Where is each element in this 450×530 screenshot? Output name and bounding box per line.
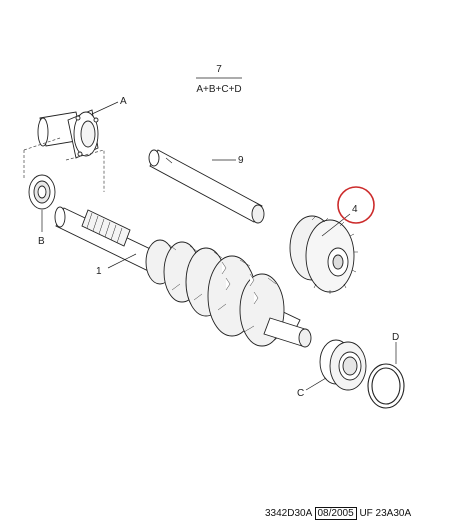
part-1-main-shaft [54,206,312,348]
callout-a: A [120,96,127,107]
document-footer: 3342D30A 08/2005 UF 23A30A [265,507,412,520]
footer-date: 08/2005 [314,507,357,520]
callout-labels: A B C D 1 9 4 [38,96,399,399]
callout-b: B [38,236,45,247]
kit-formula: A+B+C+D [196,84,241,95]
footer-ref: UF 23A30A [359,508,412,519]
assembly-guide-box [23,137,105,192]
callout-c: C [297,388,304,399]
callout-9: 9 [238,155,244,166]
footer-code: 3342D30A [265,508,312,519]
callout-d: D [392,332,399,343]
kit-header: 7 A+B+C+D [196,64,242,95]
part-4-gear [289,215,358,294]
callout-4: 4 [352,204,358,215]
part-9-shaft [148,149,265,224]
callout-1: 1 [96,266,102,277]
part-a-bearing-cover [37,109,99,159]
part-d-circlip [367,363,405,409]
part-b-oil-seal [28,174,56,210]
leader-lines [41,101,397,391]
part-c-bearing [319,339,367,391]
callout-4-highlight-circle [337,186,375,224]
kit-number: 7 [216,64,222,75]
